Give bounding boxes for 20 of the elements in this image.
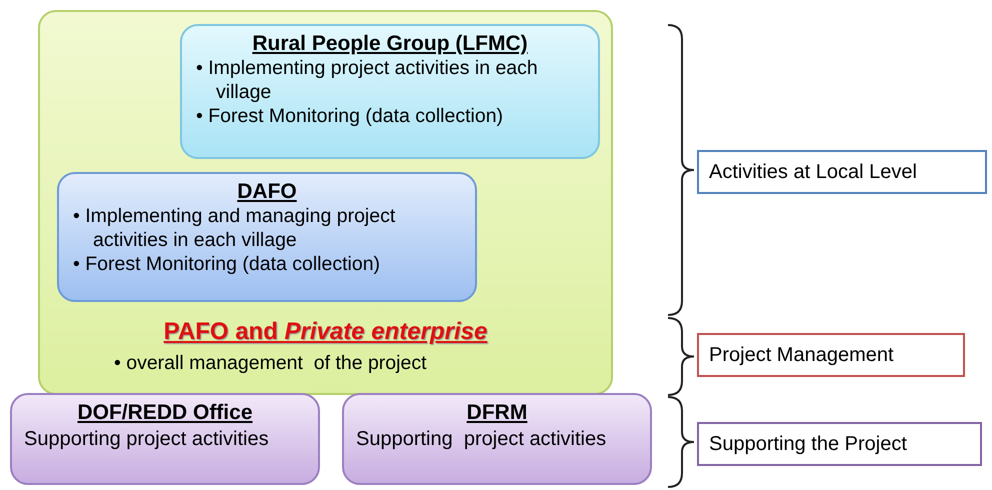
description-text: Supporting project activities — [23, 427, 270, 452]
process-box — [342, 393, 652, 485]
process-box — [10, 393, 320, 485]
process-box — [180, 24, 600, 159]
group-panel — [38, 10, 613, 395]
heading: DOF/REDD Office — [76, 401, 254, 425]
level-label-box: Project Management — [697, 333, 965, 377]
process-box — [57, 172, 477, 302]
heading: DFRM — [466, 401, 528, 425]
bullet-item: • Forest Monitoring (data collection) — [73, 252, 382, 276]
bullet-item: • Forest Monitoring (data collection) — [196, 104, 504, 128]
level-label-box: Activities at Local Level — [697, 150, 987, 194]
description-text: Supporting project activities — [355, 427, 608, 452]
heading: Rural People Group (LFMC) — [251, 32, 529, 56]
bullet-item: • overall management of the project — [114, 351, 428, 375]
level-label-box: Supporting the Project — [697, 422, 982, 466]
heading: DAFO — [236, 180, 298, 204]
heading: PAFO and Private enterprise — [162, 317, 488, 347]
bullet-item: • Implementing and managing project activities in each village — [73, 204, 396, 252]
bullet-item: • Implementing project activities in each village — [196, 56, 539, 104]
